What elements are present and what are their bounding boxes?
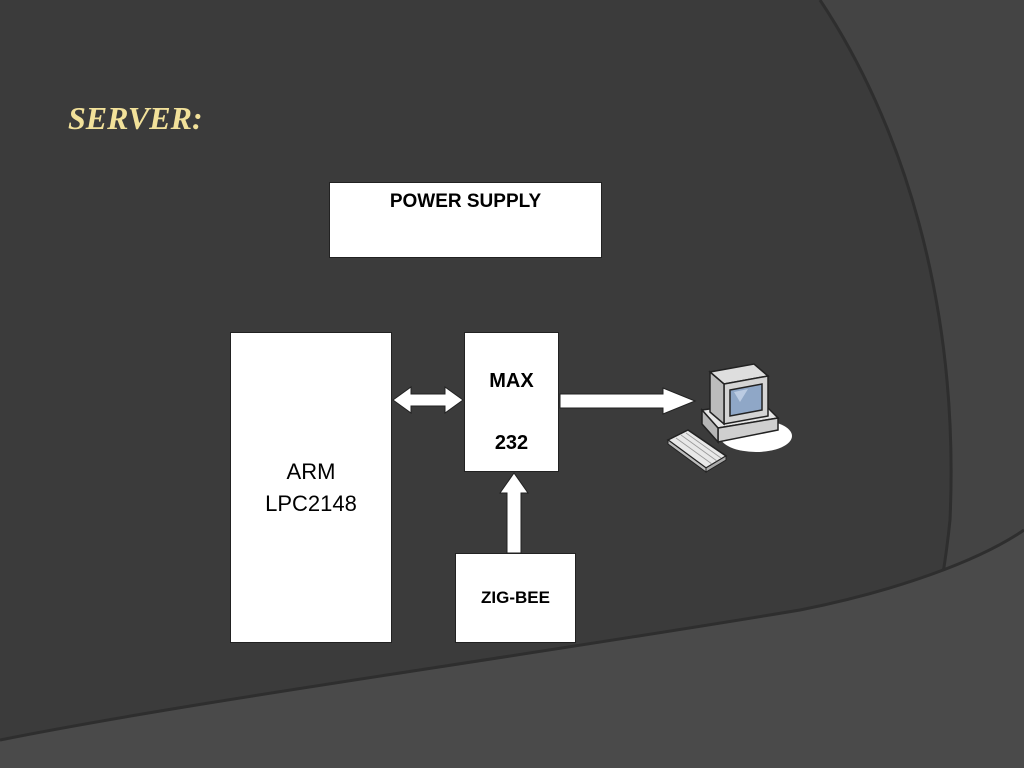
arm-block: ARM LPC2148 bbox=[230, 332, 392, 643]
power-supply-label: POWER SUPPLY bbox=[389, 191, 542, 212]
zigbee-block: ZIG-BEE bbox=[455, 553, 576, 643]
max232-block: MAX 232 bbox=[464, 332, 559, 472]
max232-label-line1: MAX bbox=[489, 370, 534, 392]
slide-title: SERVER: bbox=[68, 100, 203, 136]
arm-label-line2: LPC2148 bbox=[265, 490, 357, 516]
power-supply-block: POWER SUPPLY bbox=[329, 182, 602, 258]
max232-label-line2: 232 bbox=[494, 432, 529, 454]
desktop-computer-icon bbox=[666, 363, 792, 473]
zigbee-label: ZIG-BEE bbox=[481, 588, 550, 607]
arm-label-line1: ARM bbox=[286, 458, 336, 484]
